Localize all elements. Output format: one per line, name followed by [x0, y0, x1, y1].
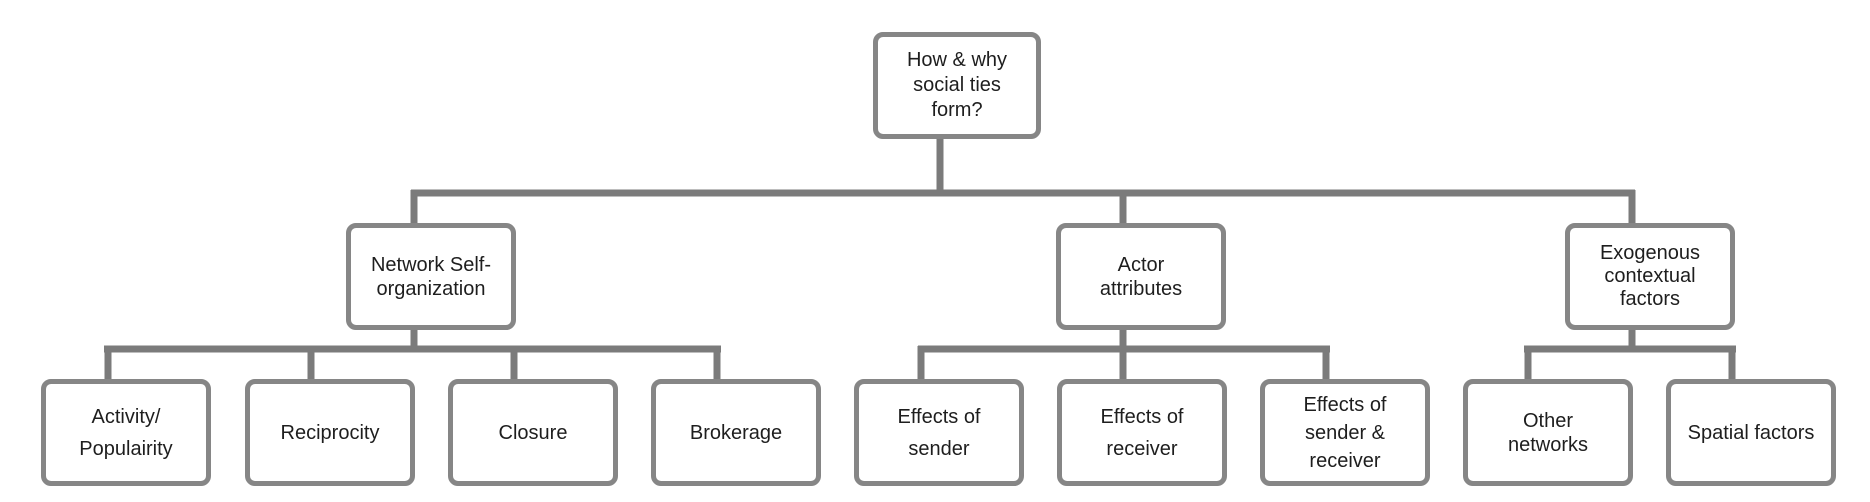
category-label: Actor attributes — [1099, 253, 1183, 300]
root-node-label: How & why social ties form? — [906, 49, 1008, 121]
leaf-node-effects-of-receiver: Effects of receiver — [1057, 379, 1227, 486]
leaf-label: Activity/ Populairity — [79, 405, 173, 460]
leaf-node-effects-of-sender: Effects of sender — [854, 379, 1024, 486]
leaf-label: Spatial factors — [1687, 421, 1815, 444]
category-label: Network Self- organization — [370, 253, 492, 300]
category-node-actor-attributes: Actor attributes — [1056, 223, 1226, 330]
leaf-label: Effects of receiver — [1100, 405, 1184, 460]
leaf-node-brokerage: Brokerage — [651, 379, 821, 486]
leaf-node-spatial-factors: Spatial factors — [1666, 379, 1836, 486]
category-label: Exogenous contextual factors — [1599, 242, 1701, 310]
leaf-label: Reciprocity — [280, 421, 380, 444]
leaf-node-other-networks: Other networks — [1463, 379, 1633, 486]
leaf-node-closure: Closure — [448, 379, 618, 486]
category-node-exogenous-contextual-factors: Exogenous contextual factors — [1565, 223, 1735, 330]
leaf-label: Brokerage — [689, 421, 783, 444]
leaf-node-effects-of-sender-and-receiver: Effects of sender & receiver — [1260, 379, 1430, 486]
category-node-network-self-organization: Network Self- organization — [346, 223, 516, 330]
leaf-label: Effects of sender & receiver — [1303, 393, 1387, 472]
leaf-label: Other networks — [1507, 409, 1589, 456]
leaf-node-reciprocity: Reciprocity — [245, 379, 415, 486]
leaf-label: Closure — [498, 421, 568, 444]
leaf-label: Effects of sender — [897, 405, 981, 460]
root-node: How & why social ties form? — [873, 32, 1041, 139]
leaf-node-activity-popularity: Activity/ Populairity — [41, 379, 211, 486]
